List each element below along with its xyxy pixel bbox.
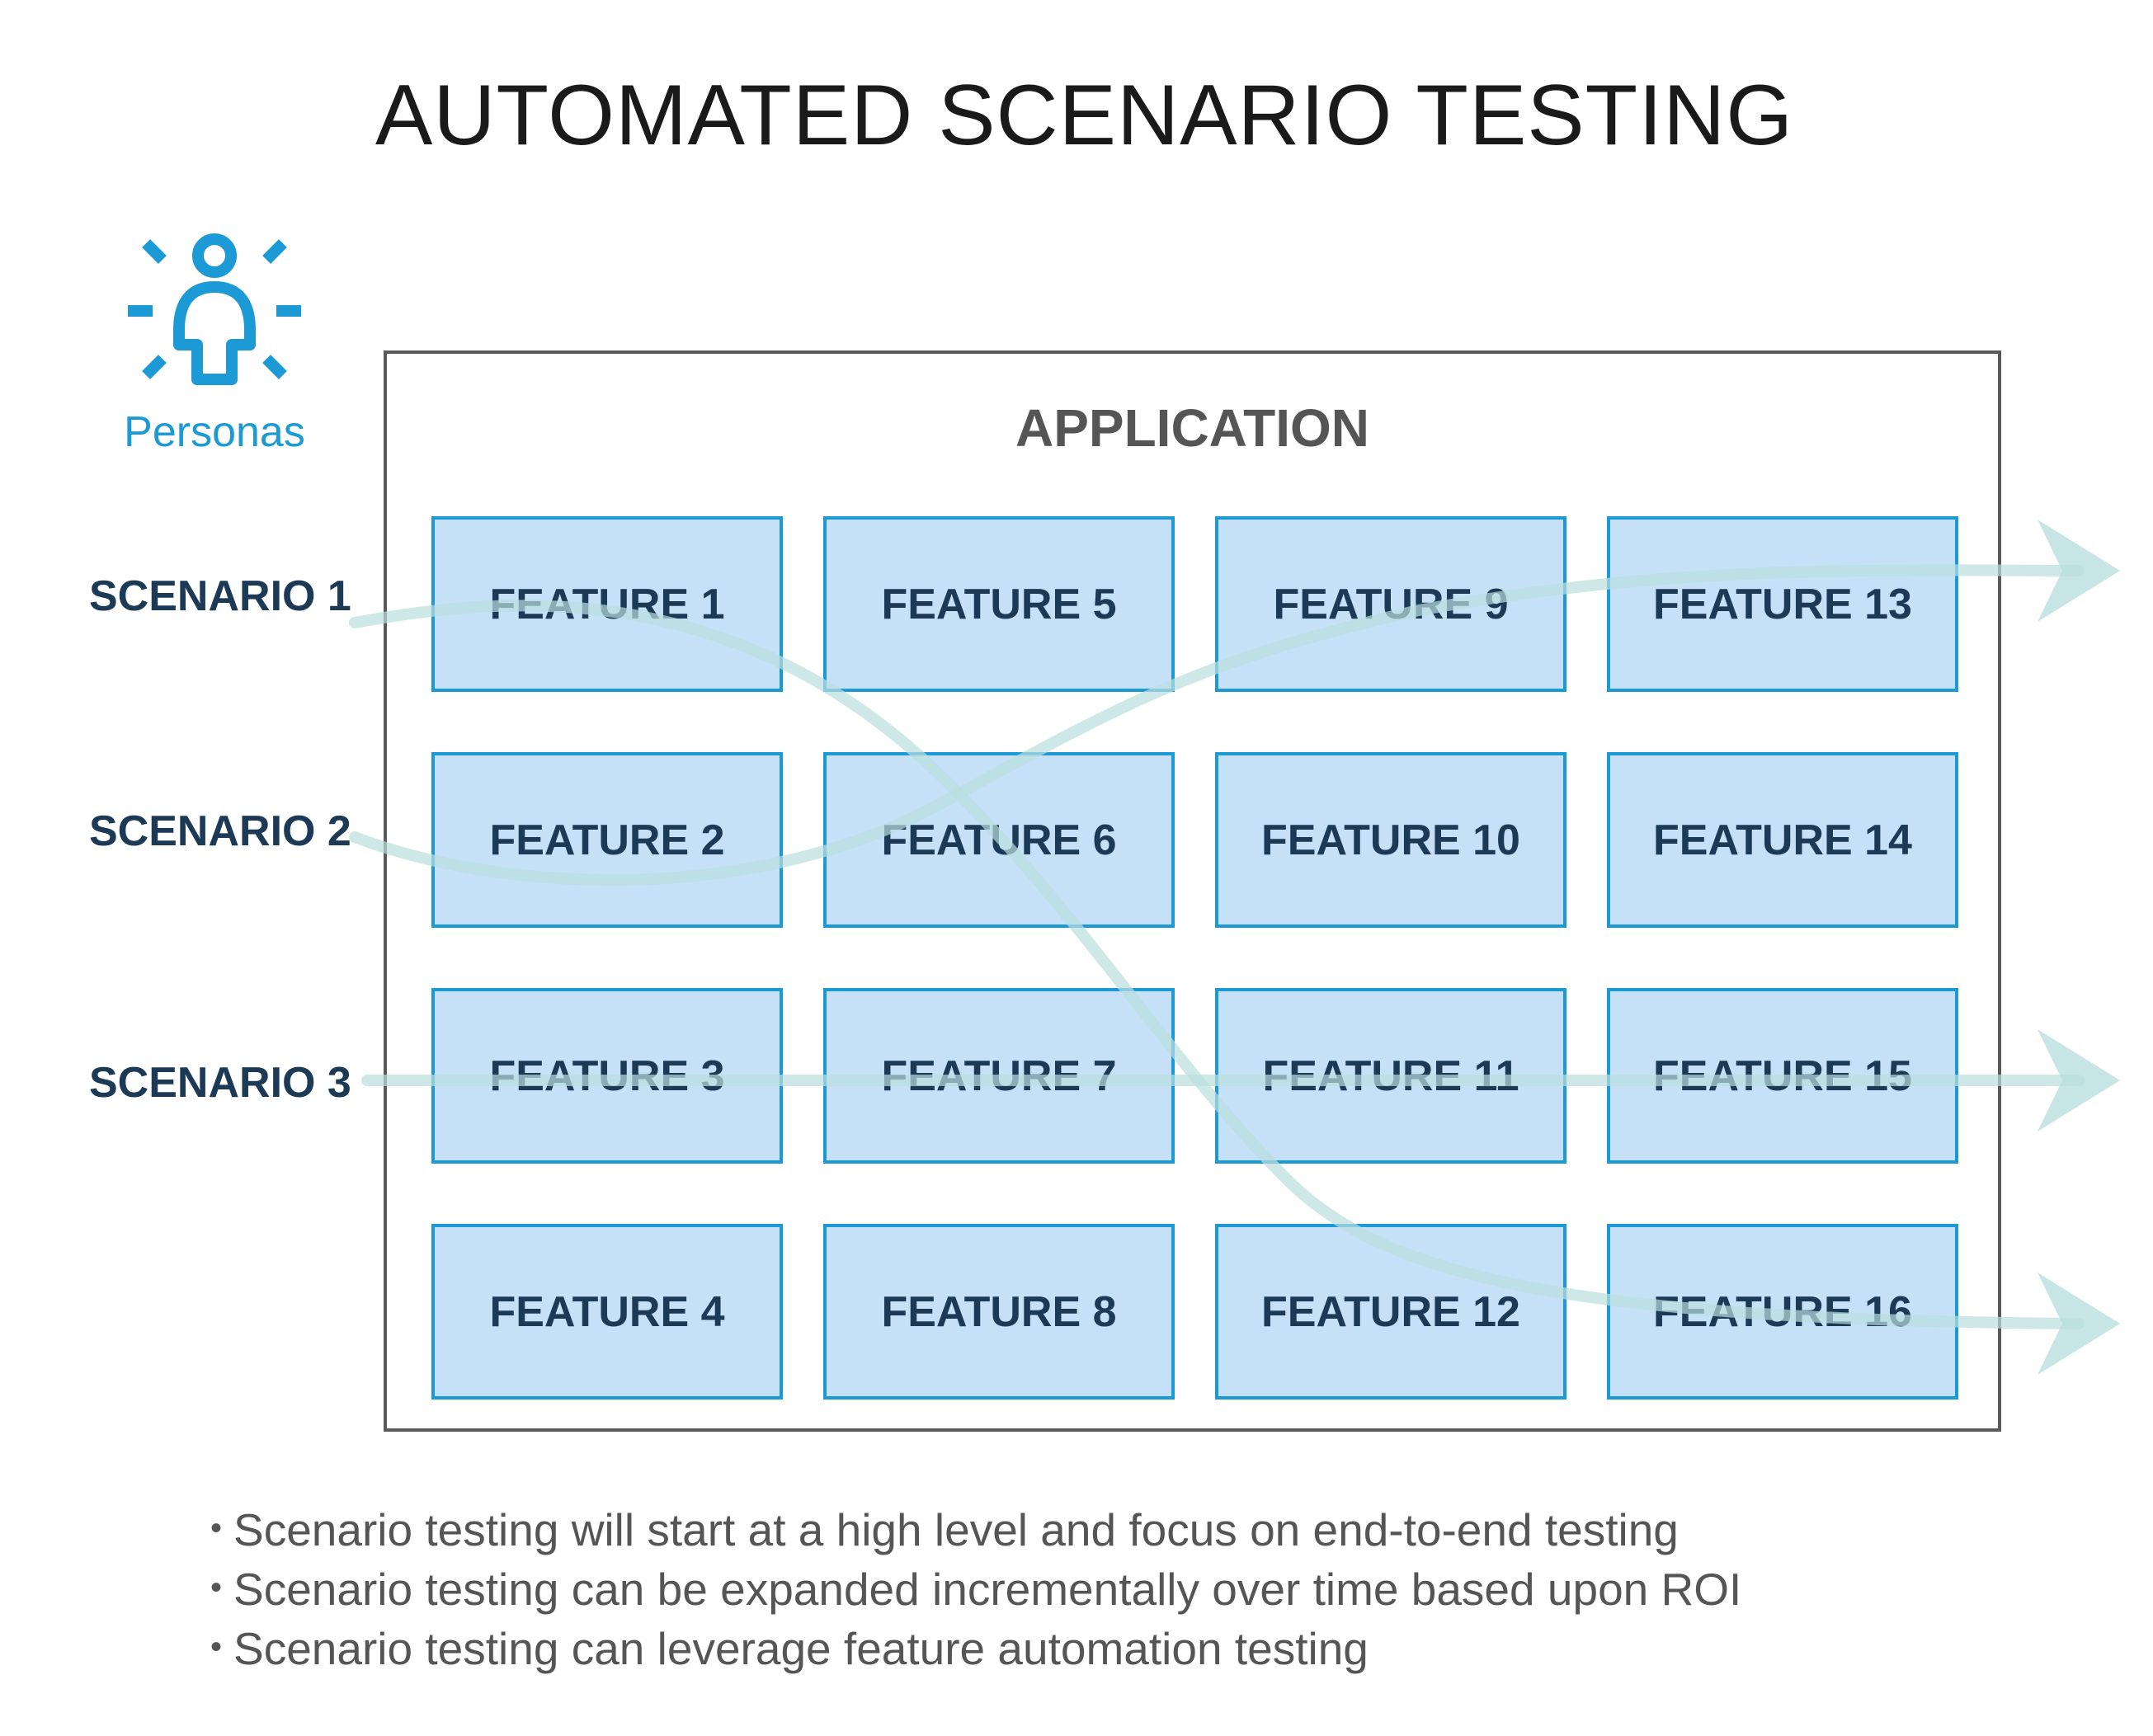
arrow-head-icon [2038,1273,2120,1375]
bullet-item: •Scenario testing can leverage feature a… [210,1623,1369,1674]
feature-box: FEATURE 16 [1607,1224,1958,1400]
feature-box: FEATURE 4 [431,1224,783,1400]
feature-box: FEATURE 15 [1607,988,1958,1164]
feature-box: FEATURE 7 [823,988,1175,1164]
page-title: AUTOMATED SCENARIO TESTING [375,68,1794,163]
feature-box: FEATURE 13 [1607,516,1958,692]
feature-box: FEATURE 10 [1215,752,1566,928]
scenario-label: SCENARIO 3 [89,1059,351,1107]
feature-box: FEATURE 12 [1215,1224,1566,1400]
scenario-label: SCENARIO 1 [89,572,351,620]
feature-box: FEATURE 2 [431,752,783,928]
feature-box: FEATURE 1 [431,516,783,692]
persona-label: Personas [124,408,305,456]
feature-box: FEATURE 3 [431,988,783,1164]
feature-box: FEATURE 14 [1607,752,1958,928]
bullet-list: •Scenario testing will start at a high l… [210,1499,1741,1677]
bullet-item: •Scenario testing can be expanded increm… [210,1564,1742,1615]
arrow-head-icon [2038,520,2120,622]
application-title: APPLICATION [1015,398,1370,458]
feature-box: FEATURE 5 [823,516,1175,692]
feature-box: FEATURE 9 [1215,516,1566,692]
feature-box: FEATURE 8 [823,1224,1175,1400]
persona-block: Personas [115,223,313,462]
arrow-head-icon [2038,1029,2120,1131]
bullet-item: •Scenario testing will start at a high l… [210,1504,1679,1555]
persona-icon [128,233,301,385]
scenario-label: SCENARIO 2 [89,807,351,855]
feature-box: FEATURE 11 [1215,988,1566,1164]
feature-box: FEATURE 6 [823,752,1175,928]
